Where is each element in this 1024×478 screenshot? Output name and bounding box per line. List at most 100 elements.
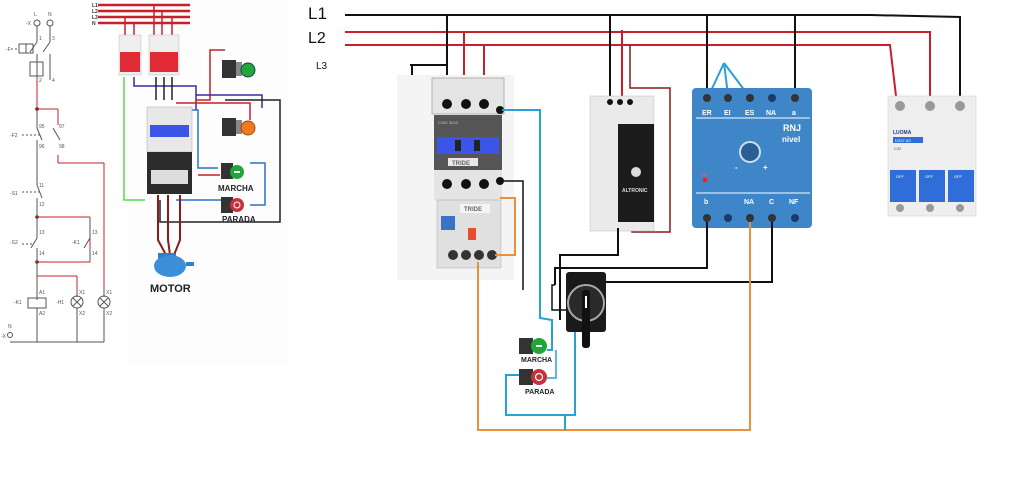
terminal-NA-top: NA [766, 110, 776, 117]
label-s2: -S2 [10, 240, 18, 246]
contactor-pictorial [146, 106, 193, 194]
start-button-pictorial[interactable] [221, 163, 244, 179]
stop-button-pictorial[interactable] [221, 197, 244, 213]
terminal-C: C [769, 199, 774, 206]
contact-number: 12 [39, 202, 45, 208]
motor-label: MOTOR [150, 283, 191, 295]
label-N-bottom: N [8, 324, 12, 330]
terminal-number: 4 [52, 78, 55, 84]
terminal-number: 2 [39, 78, 42, 84]
contact-number: 95 [39, 124, 45, 130]
contact-number: 14 [39, 251, 45, 257]
breaker-model: DZ47-63 [895, 138, 911, 143]
start-label: MARCHA [521, 357, 552, 364]
contact-number: 13 [92, 230, 98, 236]
breaker-contact-2 [42, 41, 51, 53]
control-schematic [11, 19, 54, 80]
terminal-N-top [46, 19, 54, 27]
bus-bars [98, 3, 190, 25]
overload-relay: TRIDE [436, 199, 502, 269]
contact-number: 98 [59, 144, 65, 150]
pilot-light-green [222, 60, 256, 78]
phase-relay: ALTRONIC [589, 95, 655, 232]
led-indicator [702, 177, 708, 183]
contactor-brand: TRIDE [452, 161, 470, 167]
breaker-rating: C32 [894, 146, 902, 151]
breaker-2pole [118, 34, 142, 76]
pilot-light-orange [222, 118, 256, 136]
terminal-L-top [33, 19, 41, 27]
contactor: TRIDE CJX2 3210 [431, 77, 505, 200]
terminal-N-bottom [7, 332, 13, 338]
bus-label: N [92, 21, 96, 27]
label-k1-aux: -K1 [72, 240, 80, 246]
label-f2: -F2 [10, 133, 18, 139]
lamp-terminal: X1 [106, 290, 112, 296]
contact-number: 11 [39, 183, 44, 189]
aux-contact [83, 237, 91, 249]
breaker-3pole [148, 34, 180, 76]
label-N: N [48, 12, 52, 18]
wire-l2 [345, 31, 931, 96]
lamp-terminal: X2 [106, 311, 112, 317]
level-relay-name: RNJ [783, 123, 801, 133]
start-button-contact [30, 237, 38, 249]
level-relay-subtitle: nivel [782, 135, 800, 144]
label-X-bottom: -X [1, 334, 7, 340]
wire-l3 [345, 44, 897, 97]
contactor-model: CJX2 3210 [438, 120, 459, 125]
breaker-3pole-main: LUOMA DZ47-63 C32 OFF OFF OFF [887, 95, 977, 217]
overload-brand: TRIDE [464, 207, 482, 213]
label-h1: -H1 [56, 300, 64, 306]
knob-plus: + [763, 163, 768, 172]
led-label: Lig [701, 172, 708, 177]
level-relay [692, 88, 812, 228]
breaker-switch-label: OFF [896, 174, 905, 179]
terminal-EI: EI [724, 110, 731, 117]
breaker-switch-label: OFF [954, 174, 963, 179]
lamp-terminal: X2 [79, 311, 85, 317]
terminal-b: b [704, 199, 708, 206]
stop-button[interactable] [519, 369, 547, 385]
bus-label: L2 [92, 9, 98, 15]
bus-label: L3 [92, 15, 98, 21]
contact-number: 14 [92, 251, 98, 257]
label-breaker-ref: -F [6, 47, 11, 53]
contact-number: 97 [59, 124, 65, 130]
contact-number: 13 [39, 230, 45, 236]
terminal-number: 3 [52, 36, 55, 42]
label-L: L [34, 12, 37, 18]
start-button[interactable] [519, 338, 547, 354]
junction-dot [35, 107, 39, 111]
breaker-brand: LUOMA [893, 130, 912, 136]
line-label-l1: L1 [308, 4, 327, 23]
terminal-NF: NF [789, 199, 799, 206]
terminal-ER: ER [702, 110, 712, 117]
terminal-ES: ES [745, 110, 755, 117]
terminal-a: a [792, 110, 796, 117]
motor-icon [154, 253, 194, 277]
overload-nc-contact [36, 127, 43, 141]
breaker-switch-label: OFF [925, 174, 934, 179]
wire-l1 [345, 14, 961, 96]
coil-terminal: A1 [39, 290, 45, 296]
overload-no-contact [52, 127, 61, 141]
line-label-l3: L3 [316, 61, 328, 72]
phase-relay-brand: ALTRONIC [622, 188, 648, 194]
breaker-trip-box [29, 61, 44, 77]
lamp-terminal: X1 [79, 290, 85, 296]
knob-minus: - [735, 163, 738, 172]
stop-label: PARADA [525, 389, 554, 396]
label-s1: -S1 [10, 191, 18, 197]
label-X-top: -X [26, 21, 32, 27]
contact-number: 96 [39, 144, 45, 150]
coil-terminal: A2 [39, 311, 45, 317]
bus-label: L1 [92, 3, 98, 9]
selector-switch[interactable] [566, 272, 606, 348]
stop-label: PARADA [222, 215, 256, 224]
terminal-number: 1 [39, 36, 42, 42]
line-label-l2: L2 [308, 30, 326, 47]
label-k1-coil: -K1 [14, 300, 22, 306]
start-label: MARCHA [218, 184, 254, 193]
